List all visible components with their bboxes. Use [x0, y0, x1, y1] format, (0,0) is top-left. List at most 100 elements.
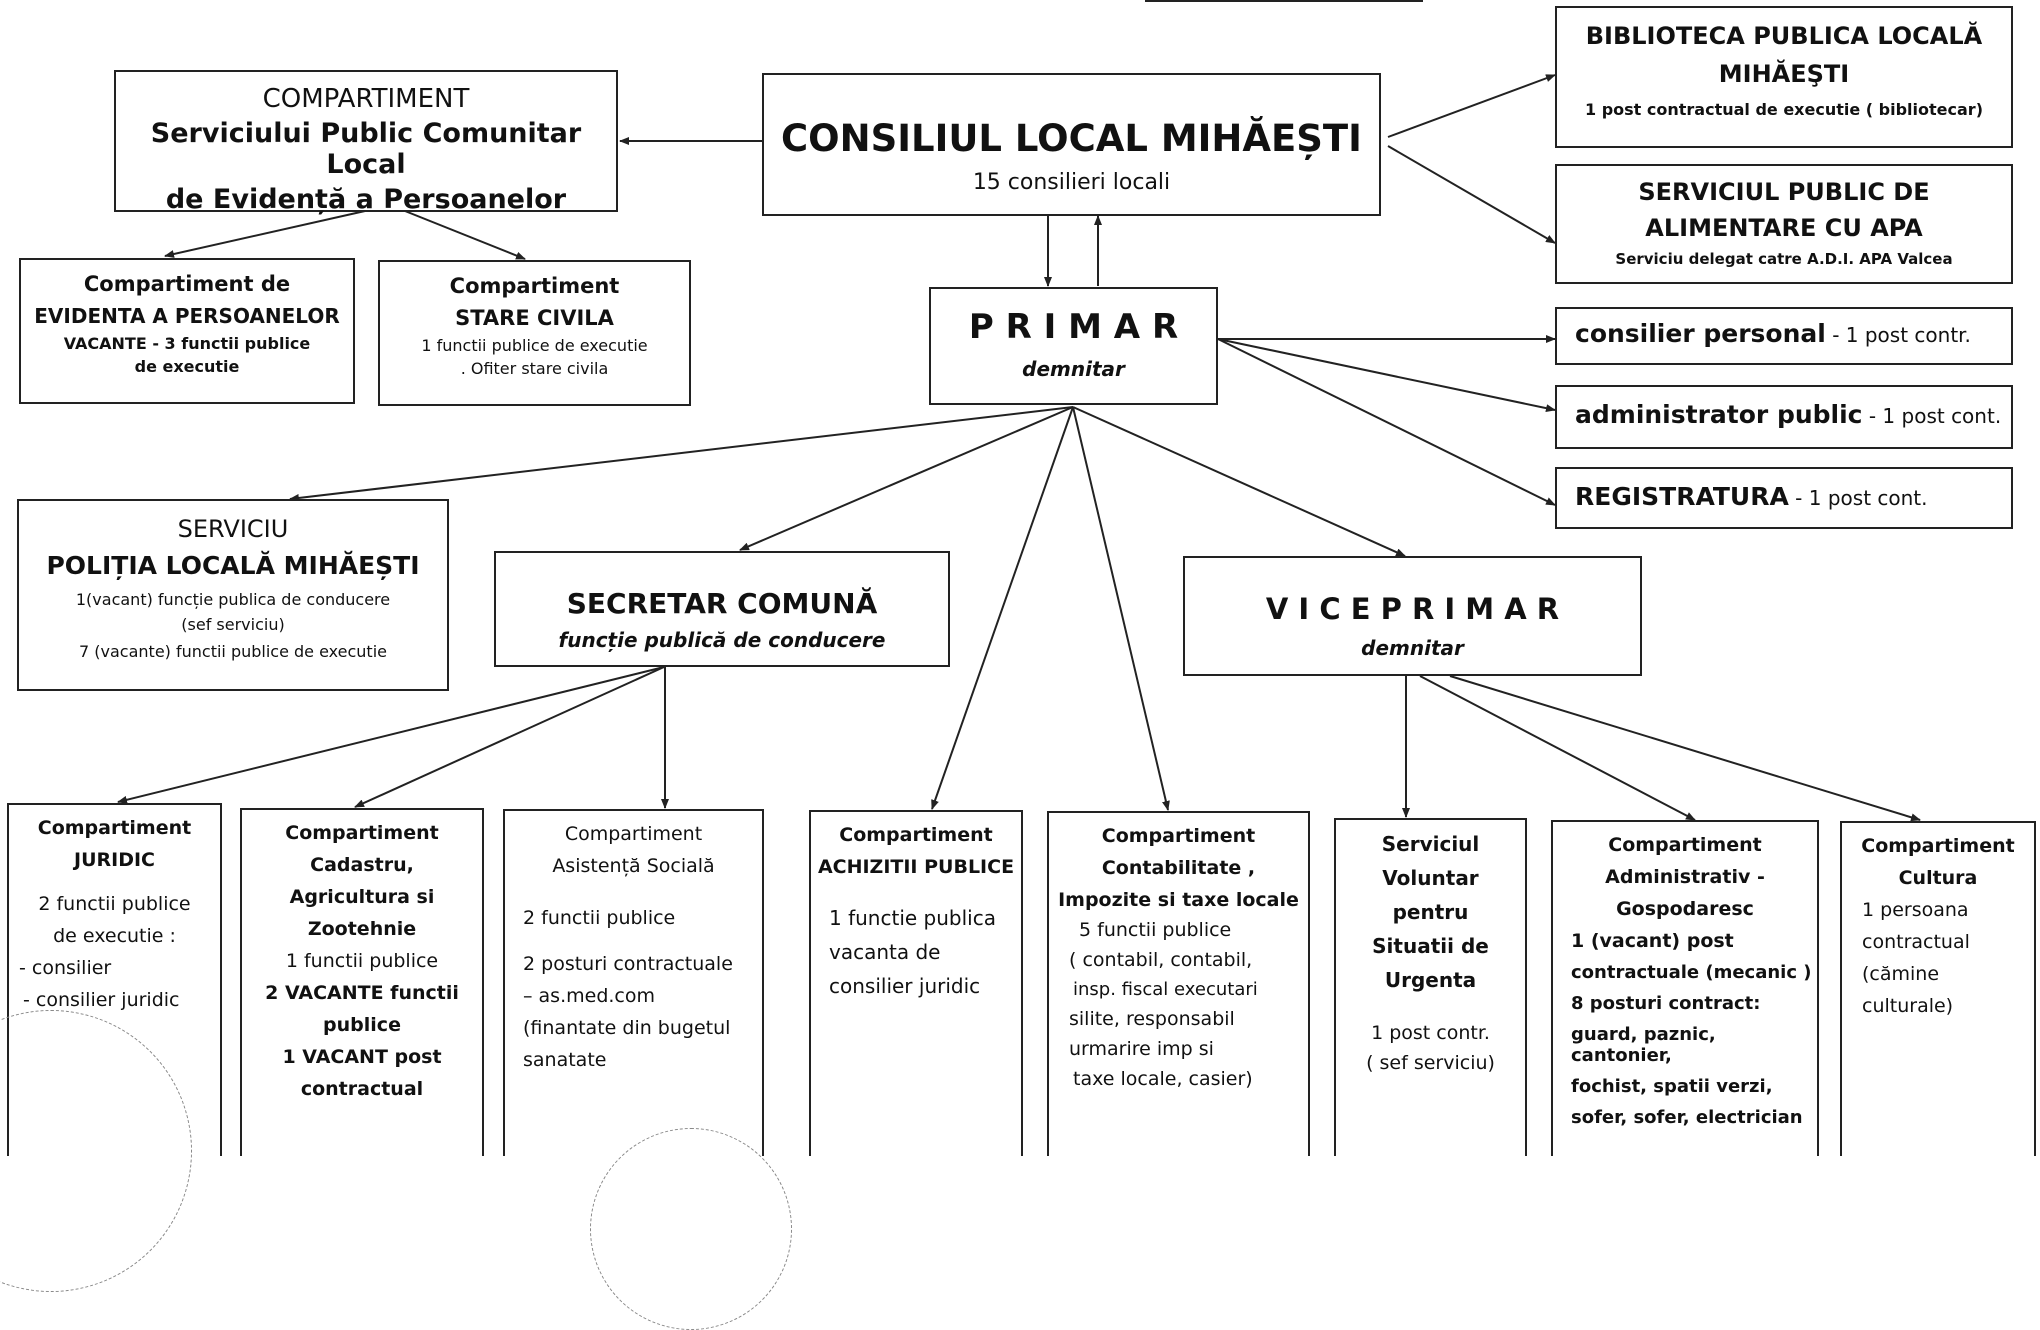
- asistenta-line3: 2 functii publice: [523, 907, 676, 929]
- achizitii-line5: consilier juridic: [829, 974, 981, 998]
- achizitii-line4: vacanta de: [829, 940, 941, 964]
- administrator-box: administrator public - 1 post cont.: [1555, 385, 2013, 449]
- secretar-box: SECRETAR COMUNĂ funcție publică de condu…: [494, 551, 950, 667]
- contabilitate-line5: ( contabil, contabil,: [1069, 949, 1253, 971]
- cadastru-line3: Agricultura si: [289, 886, 435, 908]
- politia-line4: (sef serviciu): [181, 615, 285, 634]
- arrow-primar-to-achizitii: [931, 406, 1074, 810]
- council-title: CONSILIUL LOCAL MIHĂEȘTI: [781, 117, 1362, 160]
- juridic-line3: 2 functii publice: [38, 893, 191, 915]
- administrativ-line3: Gospodaresc: [1616, 898, 1754, 920]
- evidenta-service-box: COMPARTIMENT Serviciului Public Comunita…: [114, 70, 618, 215]
- primar-title: P R I M A R: [968, 307, 1179, 347]
- cadastru-line1: Compartiment: [285, 822, 439, 844]
- contabilitate-box: Compartiment Contabilitate , Impozite si…: [1047, 811, 1310, 1156]
- registratura-name: REGISTRATURA: [1575, 482, 1789, 511]
- apa-line1: SERVICIUL PUBLIC DE: [1638, 178, 1930, 206]
- cadastru-line4: Zootehnie: [307, 918, 417, 940]
- contabilitate-line1: Compartiment: [1101, 825, 1256, 847]
- biblioteca-line3: 1 post contractual de executie ( bibliot…: [1584, 100, 1983, 119]
- svsu-line4: Situatii de: [1372, 934, 1489, 958]
- administrativ-line1: Compartiment: [1608, 834, 1762, 856]
- administrator-name: administrator public: [1575, 400, 1863, 429]
- asistenta-box: Compartiment Asistență Socială 2 functii…: [503, 809, 764, 1156]
- registratura-box: REGISTRATURA - 1 post cont.: [1555, 467, 2013, 529]
- asistenta-line7: sanatate: [523, 1049, 607, 1071]
- achizitii-line1: Compartiment: [839, 824, 993, 846]
- cadastru-line8: 1 VACANT post: [282, 1046, 442, 1068]
- administrativ-line6: 8 posturi contract:: [1571, 993, 1761, 1014]
- arrow-evidenta-right: [404, 210, 526, 260]
- stare-civila-line3: 1 functii publice de executie: [421, 336, 648, 355]
- cadastru-line6: 2 VACANTE functii: [265, 982, 459, 1004]
- evidenta-service-line3: de Evidență a Persoanelor: [165, 184, 567, 215]
- asistenta-line4: 2 posturi contractuale: [523, 953, 733, 975]
- viceprimar-box: V I C E P R I M A R demnitar: [1183, 556, 1642, 676]
- politia-line5: 7 (vacante) functii publice de executie: [79, 642, 387, 661]
- contabilitate-line4: 5 functii publice: [1079, 919, 1232, 941]
- arrow-primar-to-secretar: [739, 406, 1074, 551]
- cadastru-line9: contractual: [300, 1078, 424, 1100]
- svsu-line1: Serviciul: [1381, 832, 1480, 856]
- viceprimar-subtitle: demnitar: [1361, 636, 1464, 660]
- consilier-personal-box: consilier personal - 1 post contr.: [1555, 307, 2013, 365]
- svsu-line5: Urgenta: [1384, 968, 1477, 992]
- evidenta-comp-box: Compartiment de EVIDENTA A PERSOANELOR V…: [19, 258, 355, 404]
- council-box: CONSILIUL LOCAL MIHĂEȘTI 15 consilieri l…: [762, 73, 1381, 216]
- evidenta-comp-line1: Compartiment de: [83, 272, 291, 296]
- evidenta-comp-line2: EVIDENTA A PERSOANELOR: [34, 304, 340, 328]
- evidenta-comp-line3: VACANTE - 3 functii publice: [63, 334, 311, 353]
- biblioteca-line1: BIBLIOTECA PUBLICA LOCALĂ: [1585, 22, 1983, 50]
- stare-civila-line4: . Ofiter stare civila: [460, 359, 609, 378]
- stare-civila-line1: Compartiment: [449, 274, 620, 298]
- svsu-line7: ( sef serviciu): [1366, 1052, 1495, 1074]
- arrow-council-to-biblioteca: [1387, 74, 1556, 138]
- cultura-line2: Cultura: [1898, 867, 1978, 889]
- secretar-subtitle: funcție publică de conducere: [558, 628, 886, 652]
- asistenta-line5: – as.med.com: [523, 985, 655, 1007]
- cultura-line3: 1 persoana: [1862, 899, 1969, 921]
- contabilitate-line2: Contabilitate ,: [1101, 857, 1256, 879]
- administrativ-line5: contractuale (mecanic ): [1571, 962, 1812, 983]
- arrow-primar-to-contabilitate: [1072, 406, 1170, 811]
- politia-line3: 1(vacant) funcție publica de conducere: [75, 590, 391, 609]
- cadastru-line7: publice: [323, 1014, 401, 1036]
- arrow-secretar-to-juridic: [117, 666, 665, 804]
- apa-line2: ALIMENTARE CU APA: [1645, 214, 1923, 242]
- cadastru-line2: Cadastru,: [310, 854, 414, 876]
- stare-civila-box: Compartiment STARE CIVILA 1 functii publ…: [378, 260, 691, 406]
- politia-line1: SERVICIU: [177, 515, 289, 543]
- svsu-line2: Voluntar: [1382, 866, 1479, 890]
- administrativ-line7: guard, paznic, cantonier,: [1571, 1024, 1716, 1066]
- asistenta-line6: (finantate din bugetul: [523, 1017, 731, 1039]
- juridic-line2: JURIDIC: [74, 849, 155, 871]
- connector-lines: [117, 74, 1921, 822]
- achizitii-line3: 1 functie publica: [829, 906, 996, 930]
- evidenta-service-line2: Serviciului Public Comunitar Local: [150, 118, 582, 180]
- juridic-line5: - consilier: [19, 957, 112, 979]
- viceprimar-title: V I C E P R I M A R: [1265, 592, 1560, 626]
- stare-civila-line2: STARE CIVILA: [455, 306, 614, 330]
- administrativ-box: Compartiment Administrativ - Gospodaresc…: [1551, 820, 1819, 1156]
- politia-box: SERVICIU POLIȚIA LOCALĂ MIHĂEȘTI 1(vacan…: [17, 499, 449, 691]
- achizitii-box: Compartiment ACHIZITII PUBLICE 1 functie…: [809, 810, 1023, 1156]
- svsu-box: Serviciul Voluntar pentru Situatii de Ur…: [1334, 818, 1527, 1156]
- cultura-line6: culturale): [1862, 995, 1954, 1017]
- arrow-secretar-to-cadastru: [354, 666, 665, 808]
- cultura-line1: Compartiment: [1861, 835, 2015, 857]
- juridic-line6: - consilier juridic: [23, 989, 180, 1011]
- administrativ-line2: Administrativ -: [1605, 866, 1765, 888]
- asistenta-line2: Asistență Socială: [552, 855, 715, 877]
- arrow-viceprimar-to-administrativ: [1419, 675, 1696, 821]
- consilier-personal-name: consilier personal: [1575, 319, 1826, 348]
- svsu-line6: 1 post contr.: [1371, 1022, 1490, 1044]
- arrow-council-to-apa: [1387, 145, 1556, 244]
- cultura-box: Compartiment Cultura 1 persoana contract…: [1840, 821, 2036, 1156]
- svsu-line3: pentru: [1392, 900, 1469, 924]
- contabilitate-line9: taxe locale, casier): [1073, 1068, 1253, 1090]
- biblioteca-box: BIBLIOTECA PUBLICA LOCALĂ MIHĂEŞTI 1 pos…: [1555, 6, 2013, 148]
- secretar-title: SECRETAR COMUNĂ: [566, 587, 878, 620]
- cadastru-line5: 1 functii publice: [285, 950, 439, 972]
- administrator-note: - 1 post cont.: [1862, 404, 2002, 428]
- evidenta-service-line1: COMPARTIMENT: [262, 84, 470, 114]
